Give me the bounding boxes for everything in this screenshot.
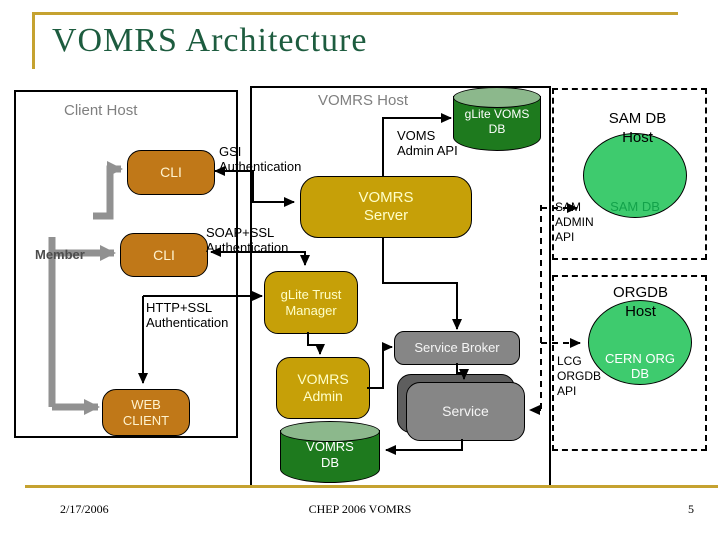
sam-admin-api-label: SAM ADMIN API xyxy=(555,200,594,244)
vomrs-host-label: VOMRS Host xyxy=(318,92,409,109)
footer-accent-line xyxy=(25,485,718,488)
soap-ssl-authentication-label: SOAP+SSL Authentication xyxy=(206,225,289,256)
vomrs-server-box: VOMRS Server xyxy=(300,176,472,238)
sam-db-ellipse-label: SAM DB xyxy=(610,199,660,215)
http-ssl-authentication-label: HTTP+SSL Authentication xyxy=(146,300,229,331)
footer-title: CHEP 2006 VOMRS xyxy=(308,502,412,516)
cli-2-label: CLI xyxy=(153,246,175,263)
left-accent-line xyxy=(32,12,35,69)
service-broker-box: Service Broker xyxy=(394,331,520,365)
vomrs-db-label: VOMRS DB xyxy=(306,439,354,471)
top-accent-line xyxy=(32,12,678,15)
glite-voms-db-label: gLite VOMS DB xyxy=(464,107,530,136)
orgdb-host-label: ORGDB Host xyxy=(612,284,668,320)
sam-db-host-label: SAM DB Host xyxy=(608,110,667,146)
cli-box-2: CLI xyxy=(120,233,208,277)
orgdb-host-box xyxy=(552,275,707,451)
cli-box-1: CLI xyxy=(127,150,215,195)
gsi-authentication-label: GSI Authentication xyxy=(219,144,302,175)
service-broker-label: Service Broker xyxy=(414,340,500,356)
client-host-label: Client Host xyxy=(64,102,138,119)
sam-db-host-box xyxy=(552,88,707,260)
service-box: Service xyxy=(406,382,525,441)
vomrs-db-cylinder: VOMRS DB xyxy=(280,421,380,483)
service-label: Service xyxy=(442,403,489,420)
vomrs-admin-box: VOMRS Admin xyxy=(276,357,370,419)
web-client-box: WEB CLIENT xyxy=(102,389,190,436)
footer-page-number: 5 xyxy=(688,502,694,516)
lcg-orgdb-api-label: LCG ORGDB API xyxy=(557,354,602,398)
member-label: Member xyxy=(35,247,85,262)
voms-admin-api-label: VOMS Admin API xyxy=(397,128,458,159)
glite-trust-manager-box: gLite Trust Manager xyxy=(264,271,358,334)
cern-orgdb-ellipse: CERN ORG DB xyxy=(588,300,692,385)
footer-date: 2/17/2006 xyxy=(60,502,109,516)
sam-db-ellipse: SAM DB xyxy=(583,133,687,218)
cli-1-label: CLI xyxy=(160,164,182,181)
cern-orgdb-ellipse-label: CERN ORG DB xyxy=(604,351,676,382)
page-title: VOMRS Architecture xyxy=(52,22,368,59)
glite-voms-db-cylinder: gLite VOMS DB xyxy=(453,87,541,151)
